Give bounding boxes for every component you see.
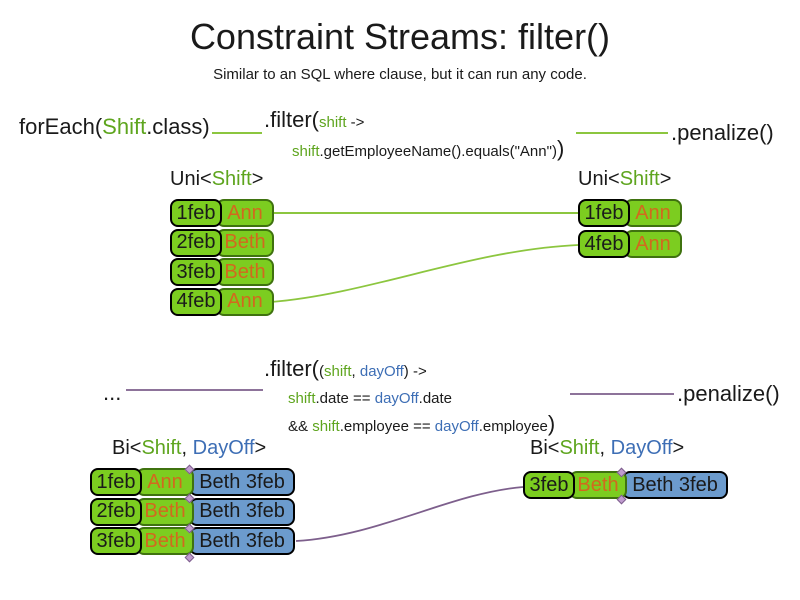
shift-employee-cell: Ann bbox=[624, 199, 682, 227]
bi-left-type2: DayOff bbox=[192, 437, 255, 459]
shift-row: 1feb Ann bbox=[170, 199, 274, 227]
uni-right-type: Shift bbox=[619, 168, 660, 190]
shift-employee-cell: Beth bbox=[136, 527, 194, 555]
uni-left-label: Uni<Shift> bbox=[170, 168, 263, 191]
cond2-param2: dayOff bbox=[434, 418, 479, 435]
dayoff-cell: Beth 3feb bbox=[622, 471, 728, 499]
uni-right-pre: Uni< bbox=[578, 168, 620, 190]
filter2-paren-close: ) bbox=[403, 363, 409, 380]
shift-row: 2feb Beth bbox=[170, 228, 274, 257]
shift-date-cell: 4feb bbox=[578, 230, 630, 258]
source-ellipsis: ... bbox=[103, 380, 122, 405]
shift-employee-cell: Beth bbox=[216, 258, 274, 286]
filter1-close-paren: ) bbox=[556, 136, 565, 161]
pair-row: 3feb Beth Beth 3feb bbox=[523, 471, 728, 499]
bi-right-label: Bi<Shift, DayOff> bbox=[530, 437, 684, 460]
dayoff-cell: Beth 3feb bbox=[189, 468, 295, 496]
shift-date-cell: 3feb bbox=[170, 258, 222, 286]
filter2-param1: shift bbox=[324, 363, 352, 380]
shift-row: 4feb Ann bbox=[578, 230, 682, 258]
dayoff-cell: Beth 3feb bbox=[189, 497, 295, 526]
uni-right-label: Uni<Shift> bbox=[578, 168, 671, 191]
filter2-comma: , bbox=[351, 363, 360, 380]
filter2-line3: && shift.employee == dayOff.employee) bbox=[288, 412, 555, 439]
shift-row: 3feb Beth bbox=[170, 258, 274, 286]
bi-right-type1: Shift bbox=[559, 437, 600, 459]
bi-left-label: Bi<Shift, DayOff> bbox=[112, 437, 266, 460]
bi-right-pre: Bi< bbox=[530, 437, 560, 459]
pair-row: 3feb Beth Beth 3feb bbox=[90, 527, 295, 555]
uni-right-post: > bbox=[659, 168, 672, 190]
connector-row-4feb bbox=[270, 244, 579, 303]
uni-right-table: 1feb Ann 4feb Ann bbox=[578, 199, 682, 261]
dayoff-cell: Beth 3feb bbox=[189, 527, 295, 555]
page-subtitle: Similar to an SQL where clause, but it c… bbox=[213, 66, 587, 83]
shift-employee-cell: Beth bbox=[569, 471, 627, 499]
cond2-pre: && bbox=[288, 418, 313, 435]
bi-left-table: 1feb Ann Beth 3feb 2feb Beth Beth 3feb 3… bbox=[90, 468, 295, 557]
bi-left-comma: , bbox=[181, 437, 193, 459]
shift-date-cell: 1feb bbox=[90, 468, 142, 496]
shift-date-cell: 3feb bbox=[90, 527, 142, 555]
filter2-close-paren: ) bbox=[547, 411, 556, 436]
pair-row: 2feb Beth Beth 3feb bbox=[90, 497, 295, 526]
shift-employee-cell: Beth bbox=[216, 228, 274, 257]
filter1-line1: .filter(shift -> bbox=[264, 107, 564, 136]
bi-right-table: 3feb Beth Beth 3feb bbox=[523, 471, 728, 501]
shift-date-cell: 1feb bbox=[170, 199, 222, 227]
shift-employee-cell: Ann bbox=[216, 199, 274, 227]
cond1-mid: .date == bbox=[315, 390, 375, 407]
filter2-line1: .filter((shift, dayOff) -> bbox=[264, 356, 555, 385]
cond1-end: .date bbox=[418, 390, 453, 407]
bi-left-post: > bbox=[254, 437, 267, 459]
filter2-paren-open: ( bbox=[319, 363, 324, 380]
filter1-open: .filter( bbox=[264, 107, 319, 132]
filter2-line2: shift.date == dayOff.date bbox=[288, 387, 555, 411]
filter1-expression: .filter(shift -> shift.getEmployeeName()… bbox=[264, 107, 564, 164]
connector-row-3feb-pair bbox=[295, 486, 524, 542]
foreach-expression: forEach(Shift.class) bbox=[19, 114, 210, 140]
filter2-param2: dayOff bbox=[359, 363, 404, 380]
foreach-post: .class) bbox=[146, 114, 210, 139]
uni-left-type: Shift bbox=[211, 168, 252, 190]
cond2-mid: .employee == bbox=[339, 418, 435, 435]
filter1-body-param: shift bbox=[292, 143, 320, 160]
filter1-body: .getEmployeeName().equals("Ann") bbox=[319, 143, 557, 160]
cond1-param: shift bbox=[288, 390, 316, 407]
foreach-class-type: Shift bbox=[102, 114, 147, 139]
bi-right-post: > bbox=[672, 437, 685, 459]
uni-left-pre: Uni< bbox=[170, 168, 212, 190]
shift-employee-cell: Ann bbox=[216, 287, 274, 316]
penalize2-label: .penalize() bbox=[677, 381, 780, 406]
shift-date-cell: 1feb bbox=[578, 199, 630, 227]
shift-employee-cell: Beth bbox=[136, 497, 194, 526]
filter1-param: shift bbox=[319, 114, 347, 131]
bi-left-type1: Shift bbox=[141, 437, 182, 459]
bi-right-type2: DayOff bbox=[610, 437, 673, 459]
cond2-param: shift bbox=[312, 418, 340, 435]
shift-employee-cell: Ann bbox=[136, 468, 194, 496]
cond1-param2: dayOff bbox=[374, 390, 419, 407]
shift-date-cell: 2feb bbox=[90, 497, 142, 526]
cond2-end: .employee bbox=[478, 418, 548, 435]
shift-row: 4feb Ann bbox=[170, 287, 274, 316]
bi-left-pre: Bi< bbox=[112, 437, 142, 459]
foreach-pre: forEach( bbox=[19, 114, 103, 139]
bi-right-comma: , bbox=[599, 437, 611, 459]
shift-date-cell: 4feb bbox=[170, 287, 222, 316]
uni-left-table: 1feb Ann 2feb Beth 3feb Beth 4feb Ann bbox=[170, 199, 274, 317]
shift-date-cell: 3feb bbox=[523, 471, 575, 499]
shift-date-cell: 2feb bbox=[170, 228, 222, 257]
page-title: Constraint Streams: filter() bbox=[189, 16, 611, 57]
filter2-expression: .filter((shift, dayOff) -> shift.date ==… bbox=[264, 356, 555, 439]
filter2-arrow: -> bbox=[408, 363, 427, 380]
penalize1-label: .penalize() bbox=[671, 120, 774, 145]
filter1-arrow: -> bbox=[346, 114, 365, 131]
filter2-open: .filter( bbox=[264, 356, 319, 381]
shift-row: 1feb Ann bbox=[578, 199, 682, 227]
pair-row: 1feb Ann Beth 3feb bbox=[90, 468, 295, 496]
shift-employee-cell: Ann bbox=[624, 230, 682, 258]
uni-left-post: > bbox=[251, 168, 264, 190]
filter1-line2: shift.getEmployeeName().equals("Ann")) bbox=[292, 137, 564, 164]
